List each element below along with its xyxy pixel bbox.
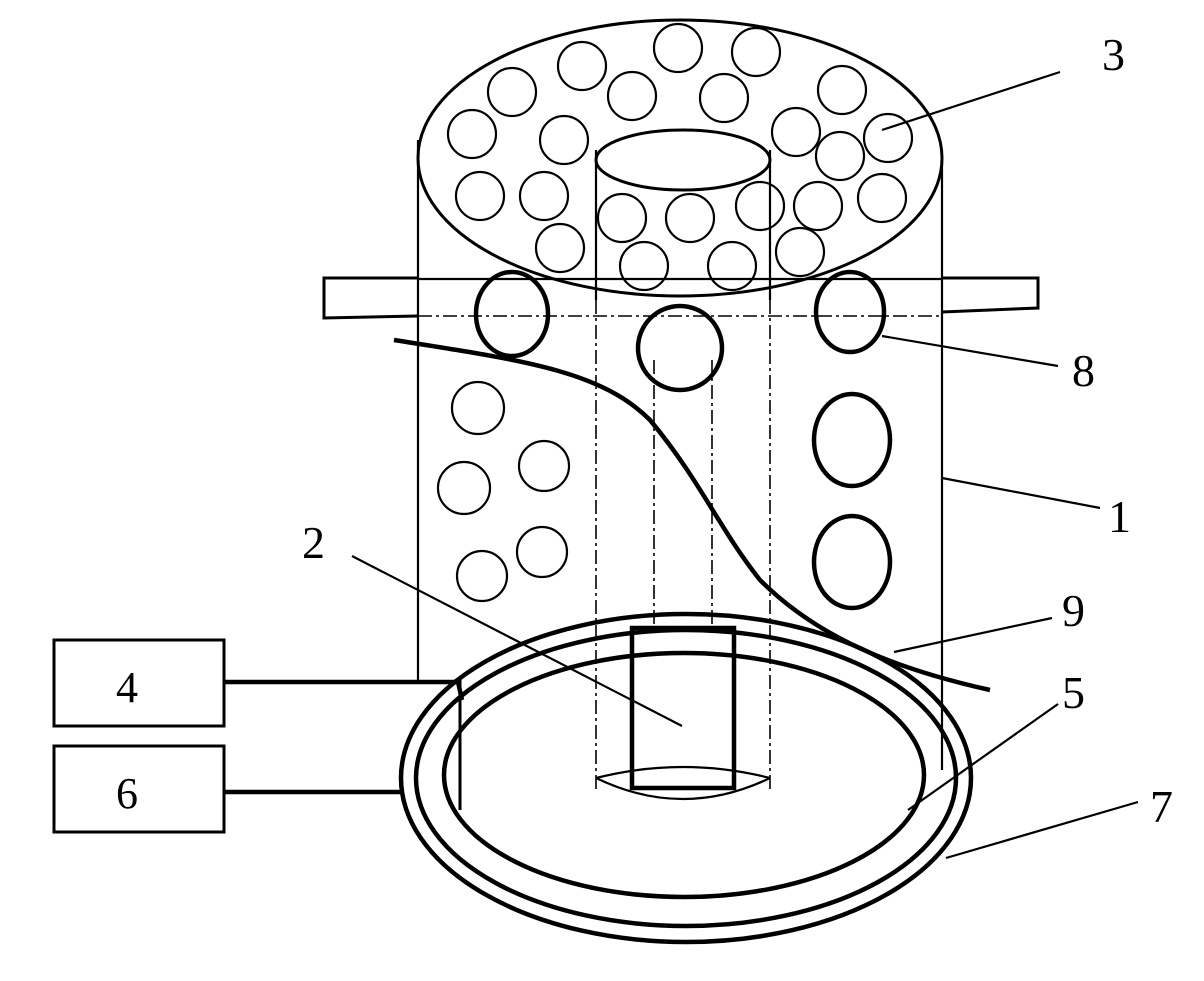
label-9: 9 bbox=[1062, 585, 1085, 636]
box-upper: 4 bbox=[52, 638, 465, 728]
top-disc bbox=[416, 18, 944, 298]
label-7: 7 bbox=[1150, 781, 1173, 832]
leader-lines bbox=[351, 70, 1139, 860]
outer-ring bbox=[398, 611, 974, 945]
inner-ring bbox=[441, 650, 927, 900]
bottom-rings bbox=[398, 611, 974, 945]
box-upper-label: 4 bbox=[116, 663, 138, 712]
label-3: 3 bbox=[1102, 29, 1125, 80]
flange-plate bbox=[322, 276, 1040, 320]
label-2: 2 bbox=[302, 517, 325, 568]
cylinder-body bbox=[416, 140, 944, 770]
callout-labels: 3 8 1 2 9 5 7 bbox=[302, 29, 1173, 832]
box-lower: 6 bbox=[52, 744, 402, 834]
wire bbox=[393, 337, 991, 693]
label-1: 1 bbox=[1108, 491, 1131, 542]
box-lower-label: 6 bbox=[116, 769, 138, 818]
label-8: 8 bbox=[1072, 345, 1095, 396]
inner-tube bbox=[594, 128, 772, 801]
label-5: 5 bbox=[1062, 667, 1085, 718]
top-disc-holes bbox=[446, 22, 914, 292]
flange-holes bbox=[473, 269, 887, 393]
wall-holes bbox=[436, 380, 893, 611]
